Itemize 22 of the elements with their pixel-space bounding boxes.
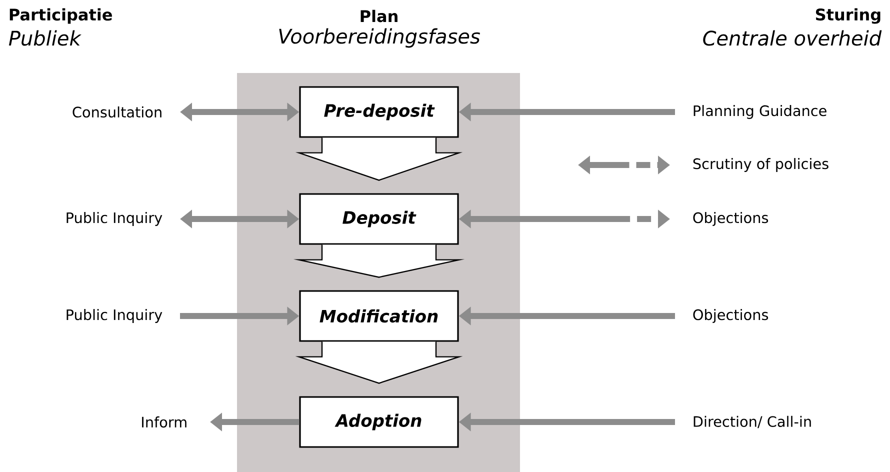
actor-label: Public Inquiry xyxy=(66,309,162,323)
stage-box: Deposit xyxy=(299,193,459,245)
column-heading: Participatie xyxy=(10,8,112,24)
actor-label: Scrutiny of policies xyxy=(693,158,828,172)
column-heading: Sturing xyxy=(816,8,880,24)
actor-label: Objections xyxy=(693,309,768,323)
block-arrow xyxy=(293,244,465,278)
column-heading: Publiek xyxy=(8,30,82,46)
column-heading: Plan xyxy=(360,10,398,22)
actor-label: Direction/ Call-in xyxy=(694,416,811,428)
stage-box: Adoption xyxy=(299,396,459,448)
stage-box: Pre-deposit xyxy=(299,86,459,138)
actor-label: Public Inquiry xyxy=(66,212,162,226)
stage-box: Modification xyxy=(299,290,459,342)
column-heading: Centrale overheid xyxy=(703,30,882,46)
actor-label: Consultation xyxy=(72,106,162,118)
block-arrow xyxy=(295,341,463,384)
block-arrow xyxy=(295,137,463,181)
column-heading: Voorbereidingsfases xyxy=(279,28,480,48)
actor-label: Inform xyxy=(142,416,186,428)
actor-label: Objections xyxy=(693,212,768,226)
actor-label: Planning Guidance xyxy=(694,105,826,119)
